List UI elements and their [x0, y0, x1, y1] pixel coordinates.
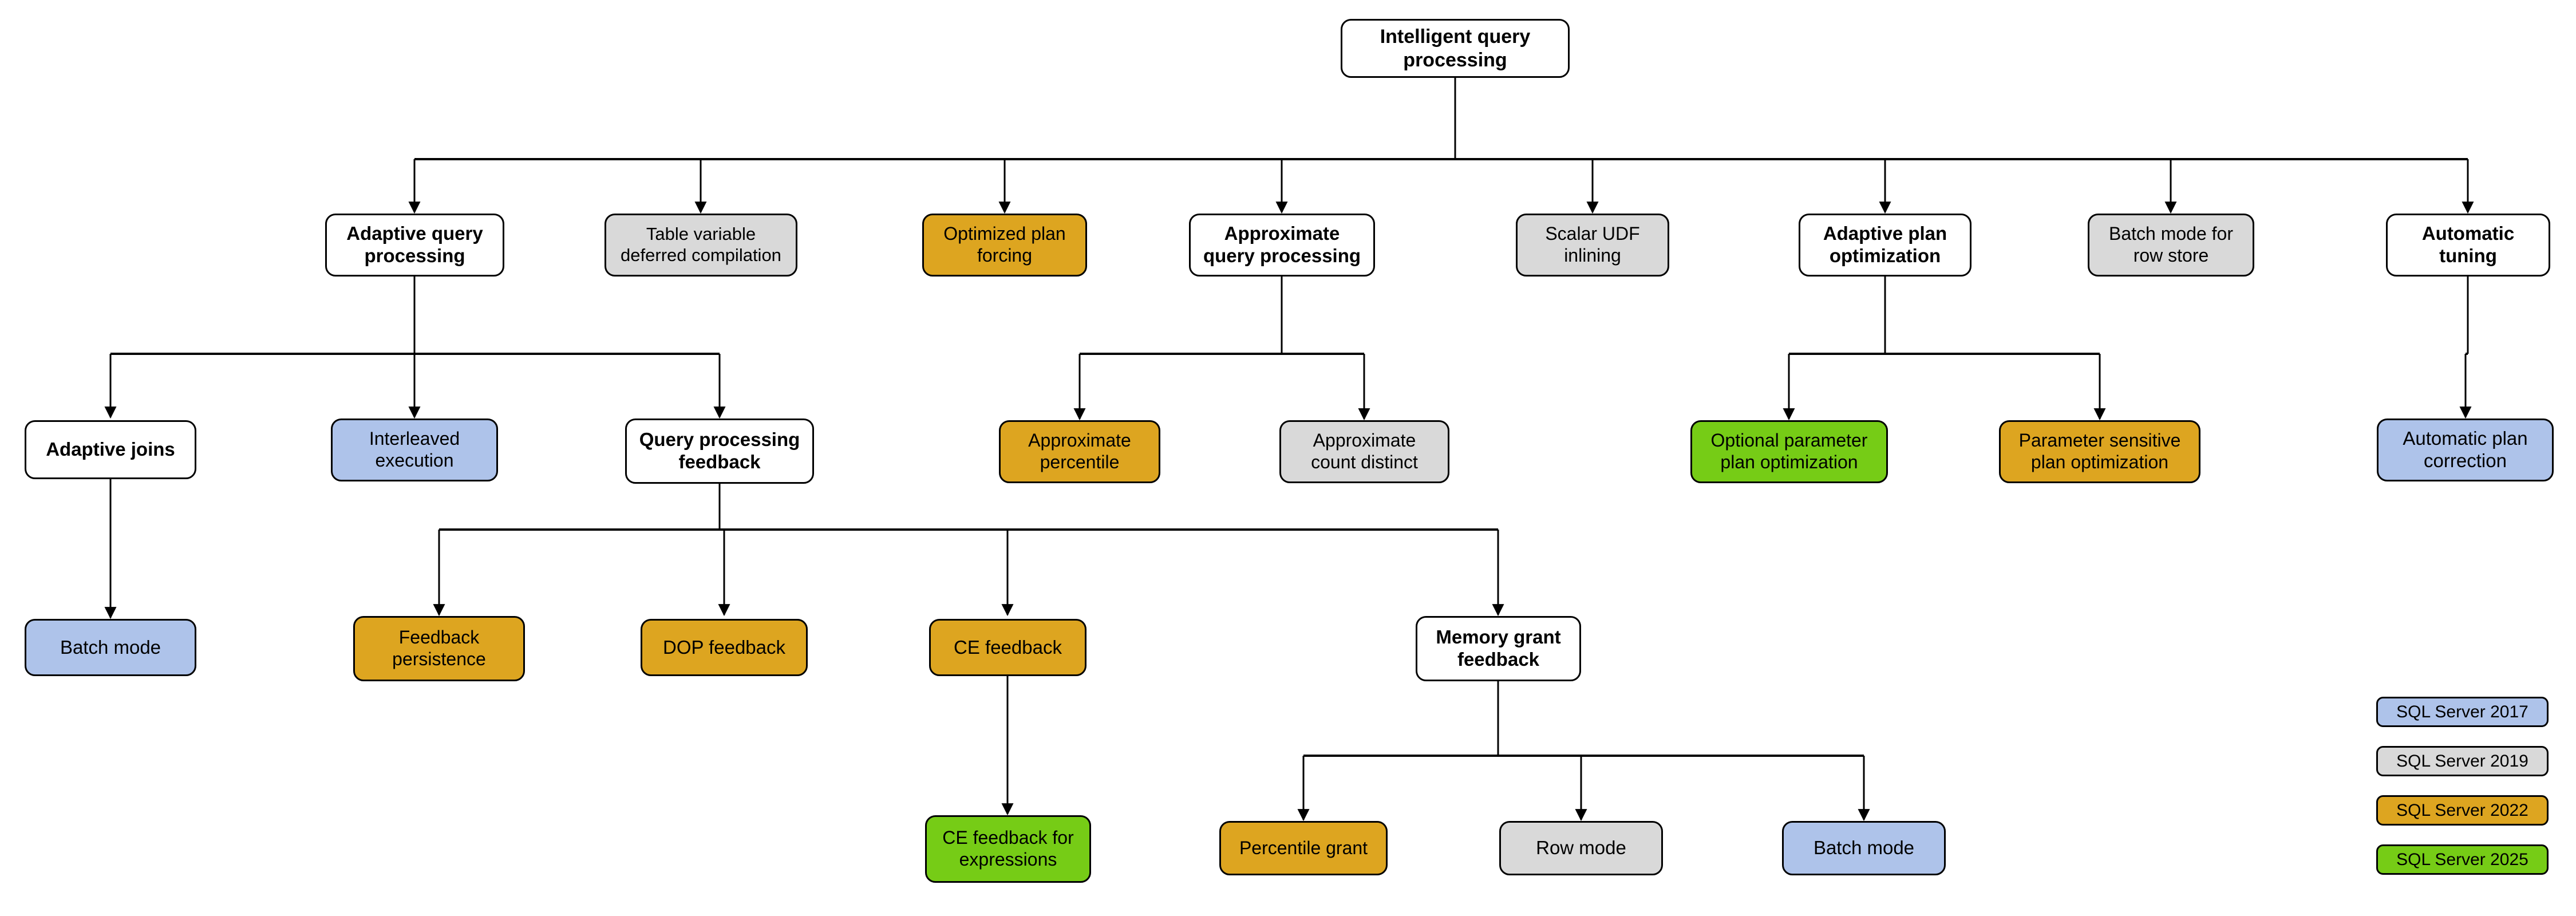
legend-item-label: SQL Server 2022: [2396, 800, 2528, 820]
node-label: Query processing feedback: [639, 429, 800, 472]
node-label: Automatic plan correction: [2403, 428, 2528, 471]
node-label: DOP feedback: [662, 636, 786, 658]
node-label: Memory grant feedback: [1436, 626, 1561, 670]
node-label: Optional parameter plan optimization: [1710, 430, 1868, 472]
node-batchmode1[interactable]: Batch mode: [25, 619, 196, 676]
node-label: Row mode: [1536, 837, 1626, 859]
node-adaptivejoins[interactable]: Adaptive joins: [25, 420, 196, 479]
node-label: Batch mode: [60, 636, 161, 658]
edge-group-aqp-to-children: [104, 277, 726, 419]
node-label: Interleaved execution: [369, 428, 460, 471]
node-apc[interactable]: Automatic plan correction: [2377, 418, 2554, 481]
node-approxcd[interactable]: Approximate count distinct: [1279, 420, 1449, 483]
node-label: Intelligent query processing: [1380, 26, 1531, 71]
node-approxqp[interactable]: Approximate query processing: [1189, 214, 1375, 277]
node-label: CE feedback for expressions: [942, 827, 1074, 870]
node-rowmode[interactable]: Row mode: [1499, 821, 1663, 875]
node-label: Batch mode for row store: [2109, 223, 2233, 266]
node-label: Parameter sensitive plan optimization: [2018, 430, 2181, 472]
node-dopfb[interactable]: DOP feedback: [641, 619, 808, 676]
node-fbpersist[interactable]: Feedback persistence: [353, 616, 525, 681]
node-autotune[interactable]: Automatic tuning: [2386, 214, 2550, 277]
legend-item-label: SQL Server 2025: [2396, 850, 2528, 869]
node-label: Automatic tuning: [2421, 223, 2515, 266]
node-label: Adaptive joins: [46, 439, 175, 460]
node-label: Scalar UDF inlining: [1545, 223, 1640, 266]
node-label: Batch mode: [1813, 837, 1915, 859]
node-cefbexpr[interactable]: CE feedback for expressions: [925, 815, 1091, 883]
node-apo[interactable]: Adaptive plan optimization: [1799, 214, 1971, 277]
node-qpfeedback[interactable]: Query processing feedback: [625, 418, 814, 484]
edge-group-autotune-to-apc: [2459, 277, 2472, 419]
node-label: Adaptive plan optimization: [1823, 223, 1947, 266]
edge-group-approxqp-to-children: [1073, 277, 1370, 421]
node-bmrs[interactable]: Batch mode for row store: [2088, 214, 2254, 277]
edge-group-root-to-level2: [408, 78, 2474, 214]
edge-group-mgfb-to-children: [1297, 681, 1870, 822]
node-aqp[interactable]: Adaptive query processing: [325, 214, 504, 277]
legend-item-label: SQL Server 2017: [2396, 702, 2528, 721]
node-pctgrant[interactable]: Percentile grant: [1219, 821, 1388, 875]
node-label: Table variable deferred compilation: [621, 224, 781, 265]
node-udf[interactable]: Scalar UDF inlining: [1516, 214, 1669, 277]
edge-group-qpfeedback-to-children: [433, 484, 1504, 617]
node-label: Percentile grant: [1239, 837, 1368, 858]
legend-item-blue: SQL Server 2017: [2376, 697, 2549, 727]
node-label: Optimized plan forcing: [943, 223, 1066, 266]
node-batchmode2[interactable]: Batch mode: [1782, 821, 1946, 875]
node-root[interactable]: Intelligent query processing: [1341, 19, 1570, 78]
node-oppo[interactable]: Optional parameter plan optimization: [1690, 420, 1888, 483]
edge-group-apo-to-children: [1783, 277, 2106, 421]
legend-item-label: SQL Server 2019: [2396, 751, 2528, 771]
node-mgfb[interactable]: Memory grant feedback: [1416, 616, 1581, 681]
node-psp[interactable]: Parameter sensitive plan optimization: [1999, 420, 2200, 483]
node-label: Approximate count distinct: [1311, 430, 1418, 472]
node-tvdc[interactable]: Table variable deferred compilation: [605, 214, 797, 277]
node-label: Approximate query processing: [1203, 223, 1361, 266]
node-label: Approximate percentile: [1028, 430, 1131, 472]
node-label: CE feedback: [954, 636, 1062, 658]
legend-item-orange: SQL Server 2022: [2376, 795, 2549, 826]
legend-item-gray: SQL Server 2019: [2376, 746, 2549, 776]
node-approxpct[interactable]: Approximate percentile: [999, 420, 1160, 483]
node-cefb[interactable]: CE feedback: [929, 619, 1086, 676]
node-label: Adaptive query processing: [346, 223, 483, 266]
node-label: Feedback persistence: [392, 627, 486, 669]
node-opf[interactable]: Optimized plan forcing: [922, 214, 1087, 277]
legend-item-green: SQL Server 2025: [2376, 844, 2549, 875]
node-interleaved[interactable]: Interleaved execution: [331, 418, 498, 481]
